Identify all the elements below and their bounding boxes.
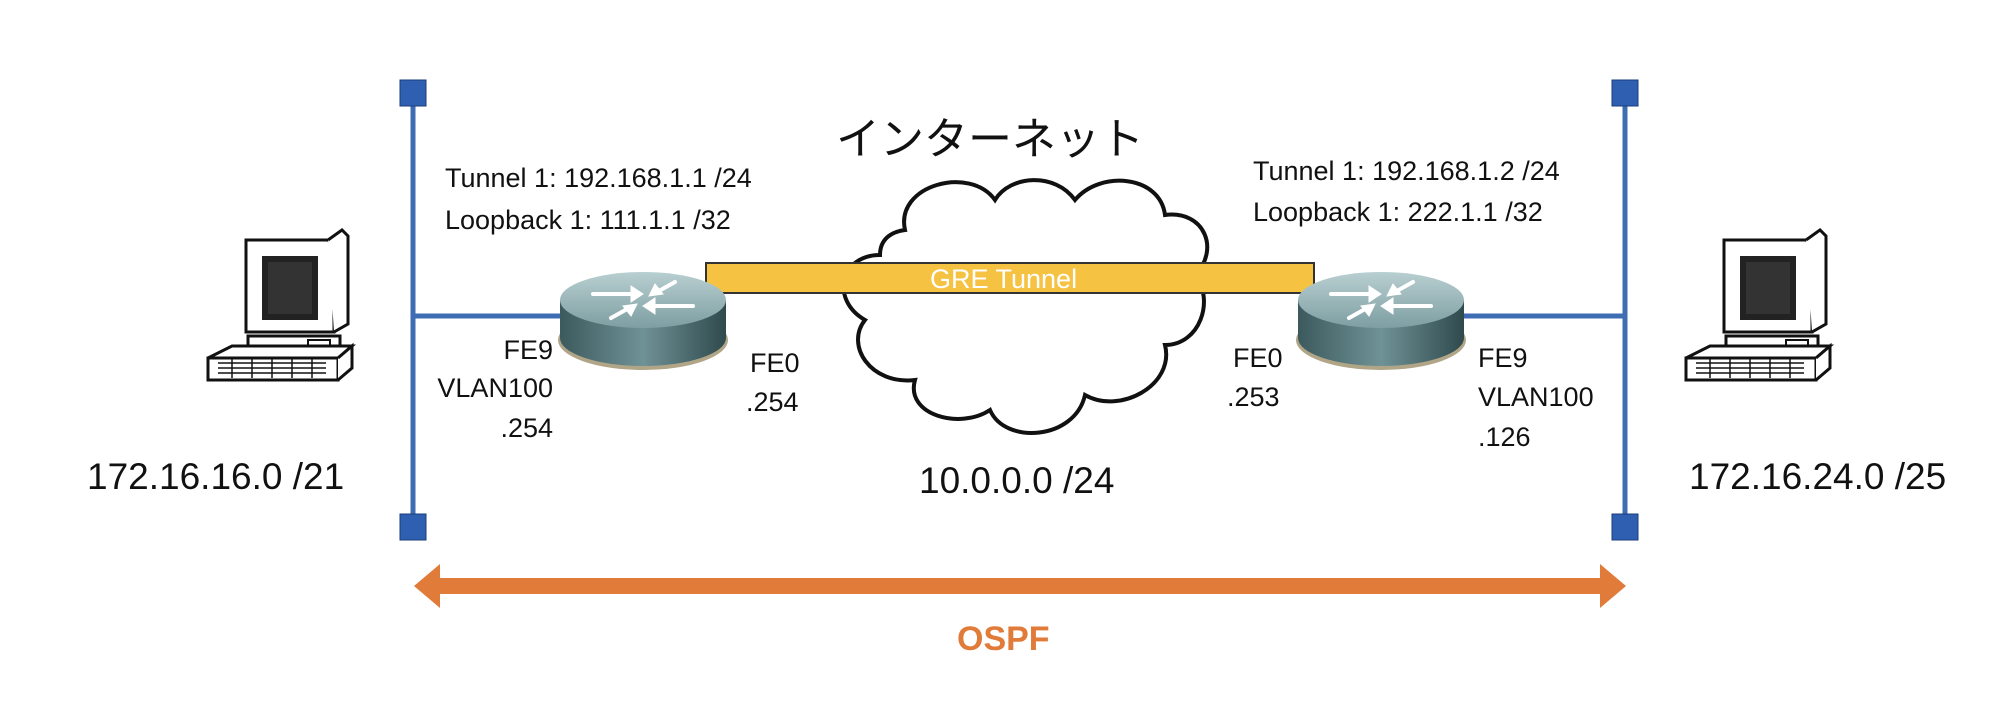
- left-router-icon: [556, 270, 730, 372]
- right-network-address: 172.16.24.0 /25: [1689, 456, 1947, 497]
- ospf-label: OSPF: [957, 620, 1050, 658]
- right-lan-interface: FE9: [1478, 343, 1528, 373]
- right-lan-segment: [1460, 79, 1639, 541]
- internet-cloud-icon: [841, 178, 1210, 435]
- right-wan-interface: FE0: [1233, 343, 1283, 373]
- cloud-network-address: 10.0.0.0 /24: [919, 460, 1115, 501]
- left-network-address: 172.16.16.0 /21: [87, 456, 345, 497]
- right-wan-ip: .253: [1227, 382, 1280, 412]
- left-lan-interface: FE9: [503, 335, 553, 365]
- left-desktop-computer-icon: [206, 228, 354, 382]
- left-tunnel-address: Tunnel 1: 192.168.1.1 /24: [445, 163, 752, 193]
- left-lan-segment: [399, 79, 570, 541]
- diagram-title: インターネット: [836, 114, 1144, 165]
- left-lan-vlan: VLAN100: [437, 373, 553, 403]
- left-wan-interface: FE0: [750, 348, 800, 378]
- right-lan-ip: .126: [1478, 422, 1531, 452]
- gre-tunnel-bar: [705, 262, 1315, 294]
- ospf-arrow: [414, 564, 1626, 608]
- left-loopback-address: Loopback 1: 111.1.1 /32: [445, 205, 731, 235]
- segment-endcap-top: [399, 79, 427, 107]
- gre-tunnel-label: GRE Tunnel: [930, 264, 1078, 294]
- segment-endcap-top: [1611, 79, 1639, 107]
- right-desktop-computer-icon: [1684, 228, 1832, 382]
- right-router-icon: [1294, 270, 1468, 372]
- left-lan-ip: .254: [500, 413, 553, 443]
- left-wan-ip: .254: [746, 387, 799, 417]
- right-lan-vlan: VLAN100: [1478, 382, 1594, 412]
- right-tunnel-address: Tunnel 1: 192.168.1.2 /24: [1253, 156, 1560, 186]
- segment-endcap-bottom: [1611, 513, 1639, 541]
- segment-endcap-bottom: [399, 513, 427, 541]
- right-loopback-address: Loopback 1: 222.1.1 /32: [1253, 197, 1543, 227]
